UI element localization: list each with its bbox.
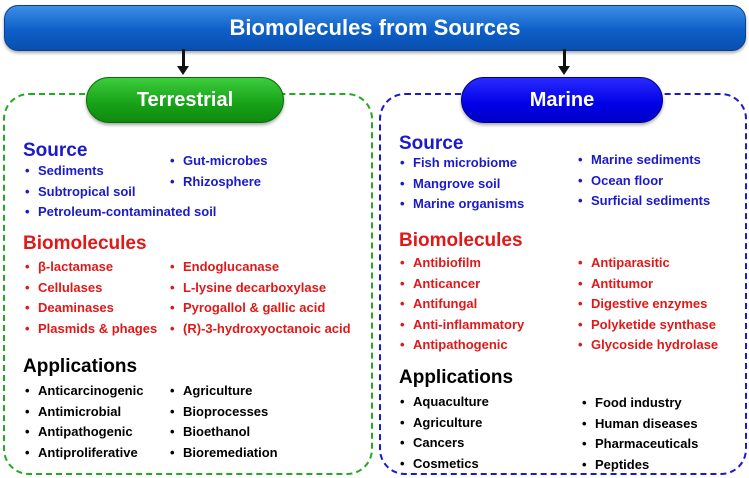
- terrestrial-biomolecules-list-1: β-lactamase Cellulases Deaminases Plasmi…: [25, 257, 157, 339]
- list-item: L-lysine decarboxylase: [170, 278, 351, 299]
- terrestrial-source-heading: Source: [23, 140, 88, 161]
- list-item: β-lactamase: [25, 257, 157, 278]
- marine-applications-list-1: Aquaculture Agriculture Cancers Cosmetic…: [400, 392, 489, 474]
- terrestrial-source-list-1: Sediments Subtropical soil Petroleum-con…: [25, 161, 216, 223]
- list-item: Bioprocesses: [170, 402, 278, 423]
- list-item: Antiparasitic: [578, 253, 718, 274]
- list-item: Agriculture: [170, 381, 278, 402]
- terrestrial-source-list-2: Gut-microbes Rhizosphere: [170, 151, 268, 192]
- list-item: Anticarcinogenic: [25, 381, 143, 402]
- arrowhead-marine: [558, 66, 570, 75]
- arrow-to-marine: [563, 49, 566, 68]
- marine-source-list-1: Fish microbiome Mangrove soil Marine org…: [400, 153, 524, 215]
- list-item: Petroleum-contaminated soil: [25, 202, 216, 223]
- terrestrial-applications-list-2: Agriculture Bioprocesses Bioethanol Bior…: [170, 381, 278, 463]
- arrowhead-terrestrial: [177, 66, 189, 75]
- list-item: Bioethanol: [170, 422, 278, 443]
- list-item: Rhizosphere: [170, 172, 268, 193]
- list-item: Subtropical soil: [25, 182, 216, 203]
- list-item: (R)-3-hydroxyoctanoic acid: [170, 319, 351, 340]
- list-item: Food industry: [582, 393, 698, 414]
- list-item: Marine organisms: [400, 194, 524, 215]
- list-item: Antibiofilm: [400, 253, 524, 274]
- terrestrial-biomolecules-heading: Biomolecules: [23, 233, 147, 254]
- marine-biomolecules-heading: Biomolecules: [399, 230, 523, 251]
- list-item: Polyketide synthase: [578, 315, 718, 336]
- list-item: Bioremediation: [170, 443, 278, 464]
- list-item: Anti-inflammatory: [400, 315, 524, 336]
- list-item: Plasmids & phages: [25, 319, 157, 340]
- list-item: Peptides: [582, 455, 698, 476]
- list-item: Antiproliferative: [25, 443, 143, 464]
- marine-source-heading: Source: [399, 133, 464, 154]
- arrow-to-terrestrial: [182, 49, 185, 68]
- list-item: Mangrove soil: [400, 174, 524, 195]
- list-item: Antipathogenic: [400, 335, 524, 356]
- terrestrial-label: Terrestrial: [86, 77, 284, 123]
- list-item: Marine sediments: [578, 150, 710, 171]
- marine-source-list-2: Marine sediments Ocean floor Surficial s…: [578, 150, 710, 212]
- marine-applications-list-2: Food industry Human diseases Pharmaceuti…: [582, 393, 698, 475]
- marine-label: Marine: [461, 77, 663, 123]
- list-item: Agriculture: [400, 413, 489, 434]
- list-item: Human diseases: [582, 414, 698, 435]
- list-item: Cancers: [400, 433, 489, 454]
- list-item: Glycoside hydrolase: [578, 335, 718, 356]
- list-item: Cellulases: [25, 278, 157, 299]
- list-item: Antimicrobial: [25, 402, 143, 423]
- list-item: Pharmaceuticals: [582, 434, 698, 455]
- list-item: Digestive enzymes: [578, 294, 718, 315]
- title-banner: Biomolecules from Sources: [4, 5, 746, 51]
- list-item: Sediments: [25, 161, 216, 182]
- list-item: Aquaculture: [400, 392, 489, 413]
- marine-biomolecules-list-2: Antiparasitic Antitumor Digestive enzyme…: [578, 253, 718, 356]
- list-item: Ocean floor: [578, 171, 710, 192]
- list-item: Fish microbiome: [400, 153, 524, 174]
- list-item: Gut-microbes: [170, 151, 268, 172]
- list-item: Deaminases: [25, 298, 157, 319]
- list-item: Cosmetics: [400, 454, 489, 475]
- list-item: Pyrogallol & gallic acid: [170, 298, 351, 319]
- terrestrial-applications-heading: Applications: [23, 356, 138, 377]
- list-item: Antipathogenic: [25, 422, 143, 443]
- terrestrial-biomolecules-list-2: Endoglucanase L-lysine decarboxylase Pyr…: [170, 257, 351, 339]
- list-item: Endoglucanase: [170, 257, 351, 278]
- list-item: Antitumor: [578, 274, 718, 295]
- terrestrial-applications-list-1: Anticarcinogenic Antimicrobial Antipatho…: [25, 381, 143, 463]
- marine-applications-heading: Applications: [399, 367, 514, 388]
- marine-biomolecules-list-1: Antibiofilm Anticancer Antifungal Anti-i…: [400, 253, 524, 356]
- list-item: Antifungal: [400, 294, 524, 315]
- list-item: Surficial sediments: [578, 191, 710, 212]
- list-item: Anticancer: [400, 274, 524, 295]
